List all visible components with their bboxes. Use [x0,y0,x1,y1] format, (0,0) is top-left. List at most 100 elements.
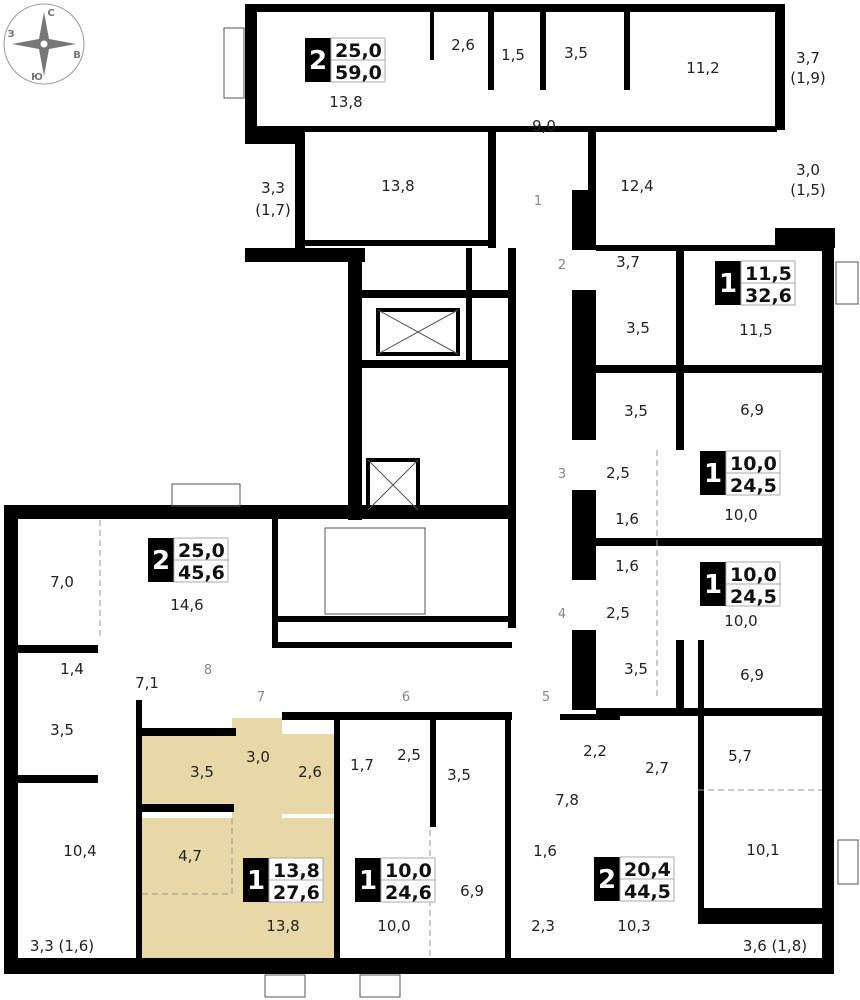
room-area: 2,5 [397,746,421,764]
svg-text:24,5: 24,5 [730,586,777,608]
room-area: (1,9) [790,69,826,87]
stairs [324,308,460,615]
room-area: 1,5 [501,46,525,64]
apartment-badge[interactable]: 1 11,532,6 [715,260,796,307]
svg-text:2: 2 [598,865,616,895]
room-area: 10,1 [746,841,779,859]
room-area: 3,5 [624,660,648,678]
room-area: 11,2 [686,59,719,77]
door-number: 7 [257,690,265,705]
room-area: 13,8 [381,177,414,195]
door-number: 1 [534,194,542,209]
apartment-badge[interactable]: 1 10,024,5 [700,450,781,497]
svg-text:1: 1 [704,459,722,489]
room-area: 10,0 [724,612,757,630]
room-area: 13,8 [266,917,299,935]
door-number: 2 [558,258,566,273]
svg-text:10,0: 10,0 [385,860,432,882]
room-area: 7,1 [135,674,159,692]
room-area: 2,7 [645,759,669,777]
svg-text:2: 2 [152,546,170,576]
compass-west: З [7,29,14,40]
svg-text:24,6: 24,6 [385,882,432,904]
room-area: 1,6 [533,842,557,860]
room-area: 3,5 [624,402,648,420]
room-area: 3,6 (1,8) [743,937,807,955]
apartment-badge[interactable]: 2 25,045,6 [148,537,229,584]
room-area: 10,0 [377,917,410,935]
door-number: 4 [558,607,566,622]
apartment-badge[interactable]: 1 10,024,6 [355,857,436,904]
room-area: 12,4 [620,177,653,195]
room-area: 3,7 [616,253,640,271]
room-area: 2,6 [298,763,322,781]
svg-text:27,6: 27,6 [273,882,320,904]
room-area: 3,5 [447,766,471,784]
compass: С В Ю З [3,3,85,85]
room-area: 9,0 [532,117,556,135]
room-areas: 2,6 1,5 3,5 11,2 3,7 (1,9) 13,8 9,0 13,8… [30,36,826,955]
svg-text:59,0: 59,0 [335,62,382,84]
room-area: 4,7 [178,847,202,865]
room-area: 14,6 [170,596,203,614]
room-area: 11,5 [739,321,772,339]
svg-text:1: 1 [719,269,737,299]
svg-text:25,0: 25,0 [335,40,382,62]
room-area: 6,9 [740,666,764,684]
room-area: 3,5 [626,319,650,337]
door-numbers: 1 2 3 4 5 6 7 8 [204,194,566,705]
apartment-badge[interactable]: 1 10,024,5 [700,561,781,608]
apartment-badge[interactable]: 2 25,059,0 [305,37,386,84]
room-area: 2,5 [606,604,630,622]
room-area: 1,6 [615,510,639,528]
room-area: 3,5 [190,763,214,781]
room-area: 7,0 [50,573,74,591]
room-area: 3,5 [50,721,74,739]
svg-text:25,0: 25,0 [178,540,225,562]
compass-east: В [73,50,81,61]
apartment-badge[interactable]: 1 13,827,6 [243,857,324,904]
room-area: 2,3 [531,917,555,935]
compass-north: С [47,8,54,19]
room-area: 3,0 [796,161,820,179]
door-number: 3 [558,467,566,482]
room-area: 1,7 [350,756,374,774]
highlighted-apartment[interactable] [142,718,334,960]
svg-text:20,4: 20,4 [624,859,671,881]
door-number: 6 [402,690,410,705]
svg-text:32,6: 32,6 [745,285,792,307]
svg-text:24,5: 24,5 [730,475,777,497]
room-area: 13,8 [329,93,362,111]
svg-text:13,8: 13,8 [273,860,320,882]
room-area: 2,6 [451,36,475,54]
apartment-badge[interactable]: 2 20,444,5 [594,856,675,903]
room-area: 6,9 [460,882,484,900]
svg-text:1: 1 [704,570,722,600]
room-area: (1,5) [790,181,826,199]
svg-text:1: 1 [359,866,377,896]
room-area: 3,7 [796,49,820,67]
room-area: 6,9 [740,401,764,419]
room-area: 10,4 [63,842,96,860]
svg-text:10,0: 10,0 [730,453,777,475]
door-number: 5 [542,690,550,705]
room-area: 3,3 [261,179,285,197]
svg-text:44,5: 44,5 [624,881,671,903]
room-area: 2,2 [583,742,607,760]
room-area: 3,0 [246,748,270,766]
room-area: 2,5 [606,464,630,482]
svg-text:45,6: 45,6 [178,562,225,584]
svg-text:10,0: 10,0 [730,564,777,586]
door-number: 8 [204,663,212,678]
windows [171,27,859,998]
svg-text:2: 2 [309,46,327,76]
room-area: 10,3 [617,917,650,935]
room-area: 3,5 [564,44,588,62]
room-area: 3,3 (1,6) [30,937,94,955]
room-area: 7,8 [555,791,579,809]
svg-text:1: 1 [247,866,265,896]
svg-text:11,5: 11,5 [745,263,792,285]
room-area: 1,6 [615,557,639,575]
